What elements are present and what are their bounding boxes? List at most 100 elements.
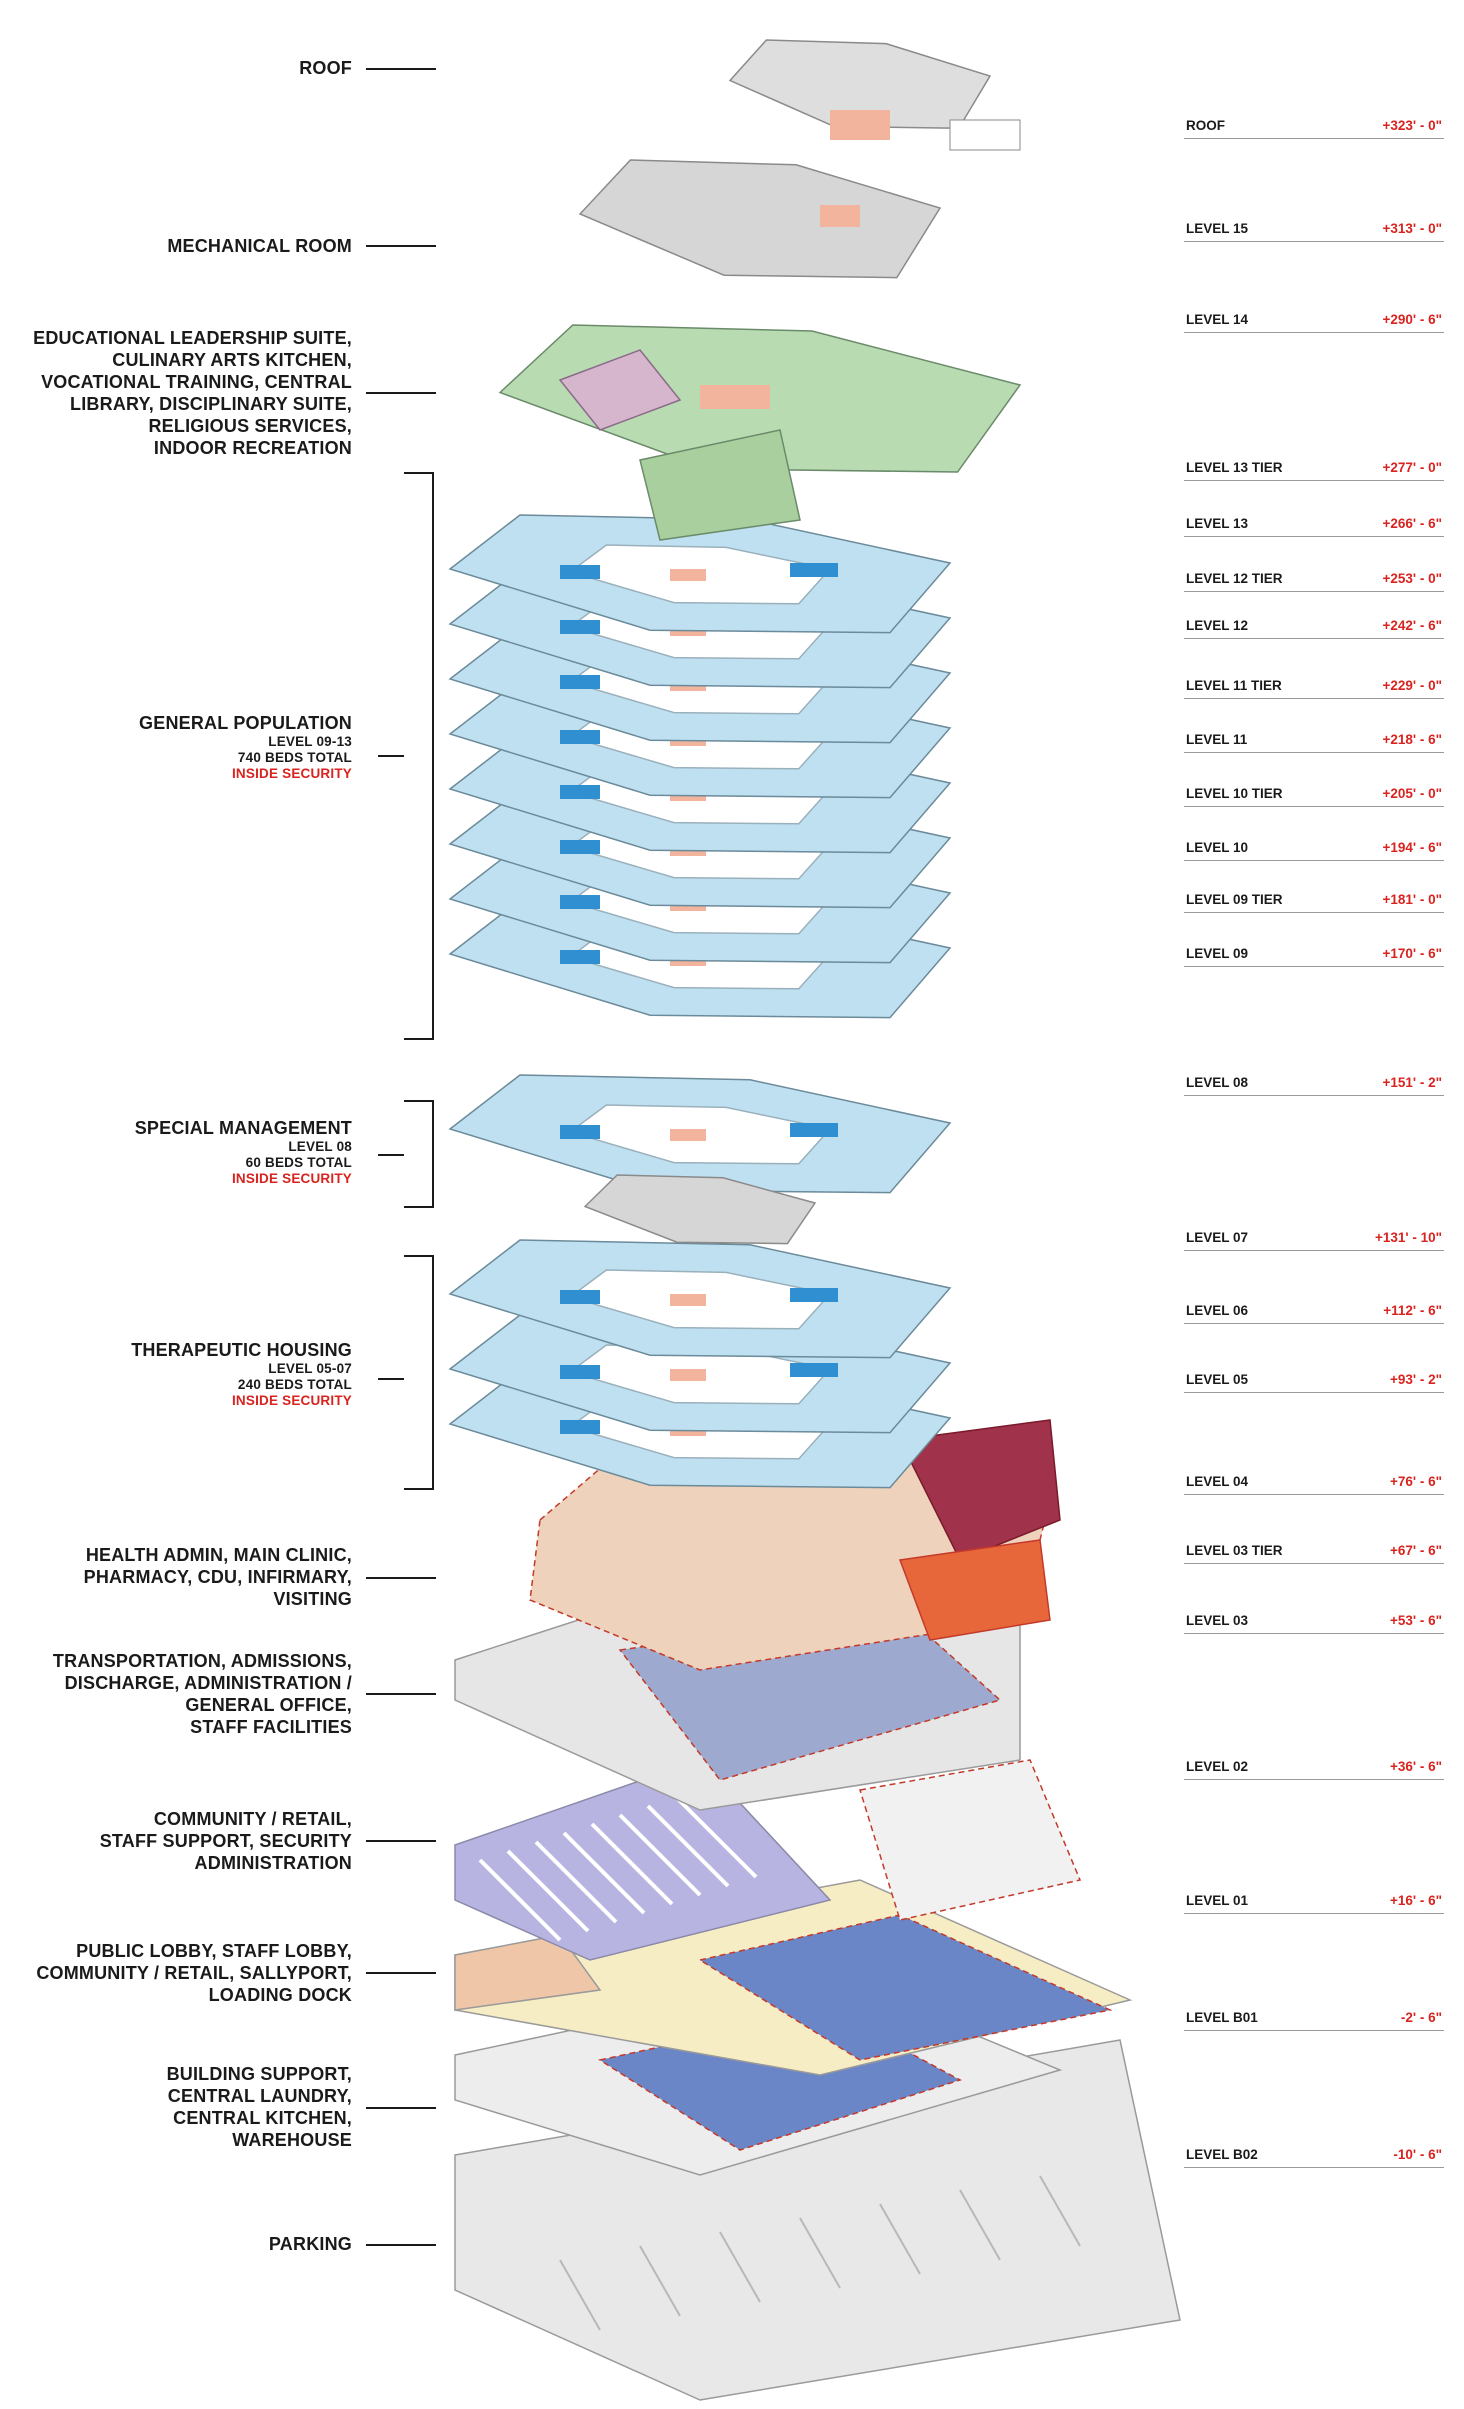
transfer-level-plate xyxy=(583,1174,817,1245)
level-03-visiting-zone xyxy=(898,1539,1051,1641)
level-row: LEVEL 09 TIER+181' - 0" xyxy=(1184,890,1444,913)
leader-line-education xyxy=(366,392,436,394)
program-label-public-lobby: PUBLIC LOBBY, STAFF LOBBY, COMMUNITY / R… xyxy=(36,1941,352,2005)
level-row: LEVEL B01-2' - 6" xyxy=(1184,2008,1444,2031)
level-15-mechanical-plate xyxy=(578,159,942,279)
level-03-infirmary-zone xyxy=(898,1419,1061,1561)
level-row: LEVEL 03+53' - 6" xyxy=(1184,1611,1444,1634)
cell-block xyxy=(560,1125,600,1139)
cell-block xyxy=(560,730,600,744)
cell-block xyxy=(560,1420,600,1434)
program-label-general-population: GENERAL POPULATION LEVEL 09-13 740 BEDS … xyxy=(139,713,352,781)
program-label-transportation: TRANSPORTATION, ADMISSIONS, DISCHARGE, A… xyxy=(52,1651,352,1737)
program-label-community-retail: COMMUNITY / RETAIL, STAFF SUPPORT, SECUR… xyxy=(99,1809,352,1873)
leader-line-parking xyxy=(366,2244,436,2246)
roof-equipment xyxy=(949,119,1021,151)
indoor-recreation-zone xyxy=(639,429,801,541)
level-b01-staff-zone xyxy=(454,1934,602,2011)
level-row: LEVEL 13 TIER+277' - 0" xyxy=(1184,458,1444,481)
retail-shelf-line xyxy=(562,1831,646,1915)
program-label-roof: ROOF xyxy=(299,58,352,78)
program-label-therapeutic-housing: THERAPEUTIC HOUSING LEVEL 05-07 240 BEDS… xyxy=(131,1340,352,1408)
parking-stall-line xyxy=(559,2259,601,2331)
level-row: LEVEL 06+112' - 6" xyxy=(1184,1301,1444,1324)
level-01-security-admin xyxy=(859,1759,1082,1921)
cell-block xyxy=(790,1288,838,1302)
bracket-tick-special-management xyxy=(378,1154,404,1156)
retail-shelf-line xyxy=(618,1813,702,1897)
leader-line-roof xyxy=(366,68,436,70)
retail-shelf-line xyxy=(646,1804,730,1888)
shared-core xyxy=(670,569,706,581)
leader-line-community-retail xyxy=(366,1840,436,1842)
level-row: LEVEL 14+290' - 6" xyxy=(1184,310,1444,333)
retail-shelf-line xyxy=(478,1858,562,1942)
program-label-education: EDUCATIONAL LEADERSHIP SUITE, CULINARY A… xyxy=(33,328,352,458)
parking-stall-line xyxy=(1039,2175,1081,2247)
level-row: LEVEL 09+170' - 6" xyxy=(1184,944,1444,967)
leader-line-health xyxy=(366,1577,436,1579)
retail-shelf-line xyxy=(590,1822,674,1906)
program-label-parking: PARKING xyxy=(268,2234,352,2254)
level-row: LEVEL 12 TIER+253' - 0" xyxy=(1184,569,1444,592)
shared-core xyxy=(670,1294,706,1306)
level-row: LEVEL 13+266' - 6" xyxy=(1184,514,1444,537)
level-row: LEVEL 08+151' - 2" xyxy=(1184,1073,1444,1096)
shared-core xyxy=(830,110,890,140)
level-row: LEVEL 12+242' - 6" xyxy=(1184,616,1444,639)
leader-line-transportation xyxy=(366,1693,436,1695)
parking-stall-line xyxy=(639,2245,681,2317)
bracket-therapeutic-housing xyxy=(404,1255,434,1490)
parking-stall-line xyxy=(959,2189,1001,2261)
shared-core xyxy=(820,205,860,227)
level-row: LEVEL 02+36' - 6" xyxy=(1184,1757,1444,1780)
cell-block xyxy=(560,950,600,964)
parking-stall-line xyxy=(719,2231,761,2303)
level-row: LEVEL 07+131' - 10" xyxy=(1184,1228,1444,1251)
level-row: LEVEL 15+313' - 0" xyxy=(1184,219,1444,242)
program-label-special-management: SPECIAL MANAGEMENT LEVEL 08 60 BEDS TOTA… xyxy=(134,1118,352,1186)
cell-block xyxy=(790,1363,838,1377)
program-label-health: HEALTH ADMIN, MAIN CLINIC, PHARMACY, CDU… xyxy=(83,1545,352,1609)
bracket-special-management xyxy=(404,1100,434,1208)
level-row: LEVEL 04+76' - 6" xyxy=(1184,1472,1444,1495)
leader-line-building-support xyxy=(366,2107,436,2109)
level-row: LEVEL 11 TIER+229' - 0" xyxy=(1184,676,1444,699)
cell-block xyxy=(560,785,600,799)
cell-block xyxy=(790,1123,838,1137)
parking-stall-line xyxy=(879,2203,921,2275)
parking-stall-line xyxy=(799,2217,841,2289)
level-row: LEVEL 03 TIER+67' - 6" xyxy=(1184,1541,1444,1564)
leader-line-mechanical xyxy=(366,245,436,247)
cell-block xyxy=(560,840,600,854)
program-label-building-support: BUILDING SUPPORT, CENTRAL LAUNDRY, CENTR… xyxy=(166,2064,352,2150)
cell-block xyxy=(560,1365,600,1379)
level-b01-dock-zone xyxy=(698,1914,1113,2061)
cell-block xyxy=(790,563,838,577)
cell-block xyxy=(560,895,600,909)
level-row: LEVEL B02-10' - 6" xyxy=(1184,2145,1444,2168)
level-row: LEVEL 11+218' - 6" xyxy=(1184,730,1444,753)
retail-shelf-line xyxy=(534,1840,618,1924)
level-row: LEVEL 01+16' - 6" xyxy=(1184,1891,1444,1914)
shared-core xyxy=(700,385,770,409)
program-label-mechanical: MECHANICAL ROOM xyxy=(167,236,352,256)
cell-block xyxy=(560,675,600,689)
bracket-tick-therapeutic-housing xyxy=(378,1378,404,1380)
retail-shelf-line xyxy=(506,1849,590,1933)
level-row: ROOF+323' - 0" xyxy=(1184,116,1444,139)
shared-core xyxy=(670,1129,706,1141)
cell-block xyxy=(560,565,600,579)
education-leadership-zone xyxy=(558,349,682,431)
level-row: LEVEL 05+93' - 2" xyxy=(1184,1370,1444,1393)
level-row: LEVEL 10 TIER+205' - 0" xyxy=(1184,784,1444,807)
bracket-tick-general-population xyxy=(378,755,404,757)
shared-core xyxy=(670,1369,706,1381)
retail-shelf-line xyxy=(674,1795,758,1879)
bracket-general-population xyxy=(404,472,434,1040)
cell-block xyxy=(560,620,600,634)
level-row: LEVEL 10+194' - 6" xyxy=(1184,838,1444,861)
leader-line-public-lobby xyxy=(366,1972,436,1974)
cell-block xyxy=(560,1290,600,1304)
